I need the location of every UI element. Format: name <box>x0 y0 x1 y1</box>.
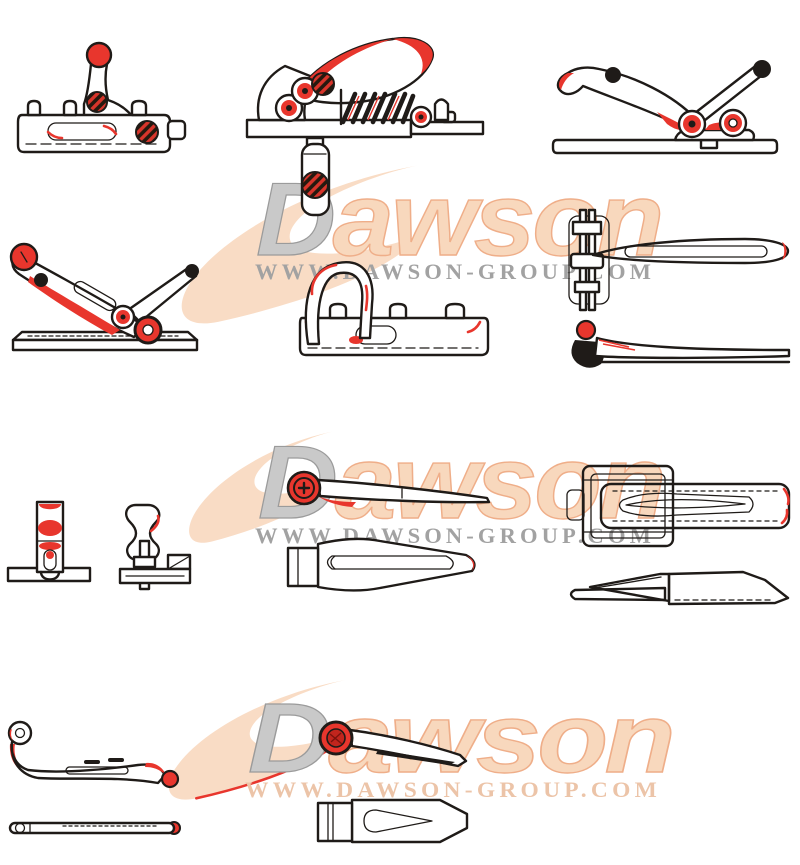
spring-clip-buckle-top-view-icon <box>566 464 791 548</box>
wedge-handle-top-view-icon <box>286 537 476 592</box>
spring-clip-buckle-side-view-icon <box>569 570 790 606</box>
vertical-fitting-front-view-icon <box>6 500 92 583</box>
logo-letter-d: D <box>248 683 329 793</box>
draw-latch-side-view-icon <box>551 60 779 155</box>
tension-rod-icon <box>8 821 181 835</box>
swoosh-red-edge <box>194 746 333 800</box>
brand-watermark-2: Dawson WWW.DAWSON-GROUP.COM <box>189 424 667 548</box>
toggle-latch-spring-side-view-icon <box>245 36 485 217</box>
lever-top-view-with-clamp-bolt-icon <box>568 208 790 312</box>
lashing-lever-open-side-view-icon <box>9 242 199 352</box>
lever-flat-side-view-icon <box>571 319 791 368</box>
long-lever-handle-side-view-icon <box>7 720 180 789</box>
tapered-lever-angled-view-icon <box>318 720 468 768</box>
hold-down-clamp-bow-handle-icon <box>298 261 490 357</box>
brand-url: WWW.DAWSON-GROUP.COM <box>245 777 661 802</box>
wavy-handle-bracket-front-view-icon <box>118 503 192 591</box>
wedge-handle-top-view-2-icon <box>316 798 469 844</box>
tapered-lever-side-view-icon <box>286 470 491 507</box>
brand-url: WWW.DAWSON-GROUP.COM <box>255 523 655 548</box>
tee-bolt-fitting-side-view-icon <box>16 41 187 154</box>
